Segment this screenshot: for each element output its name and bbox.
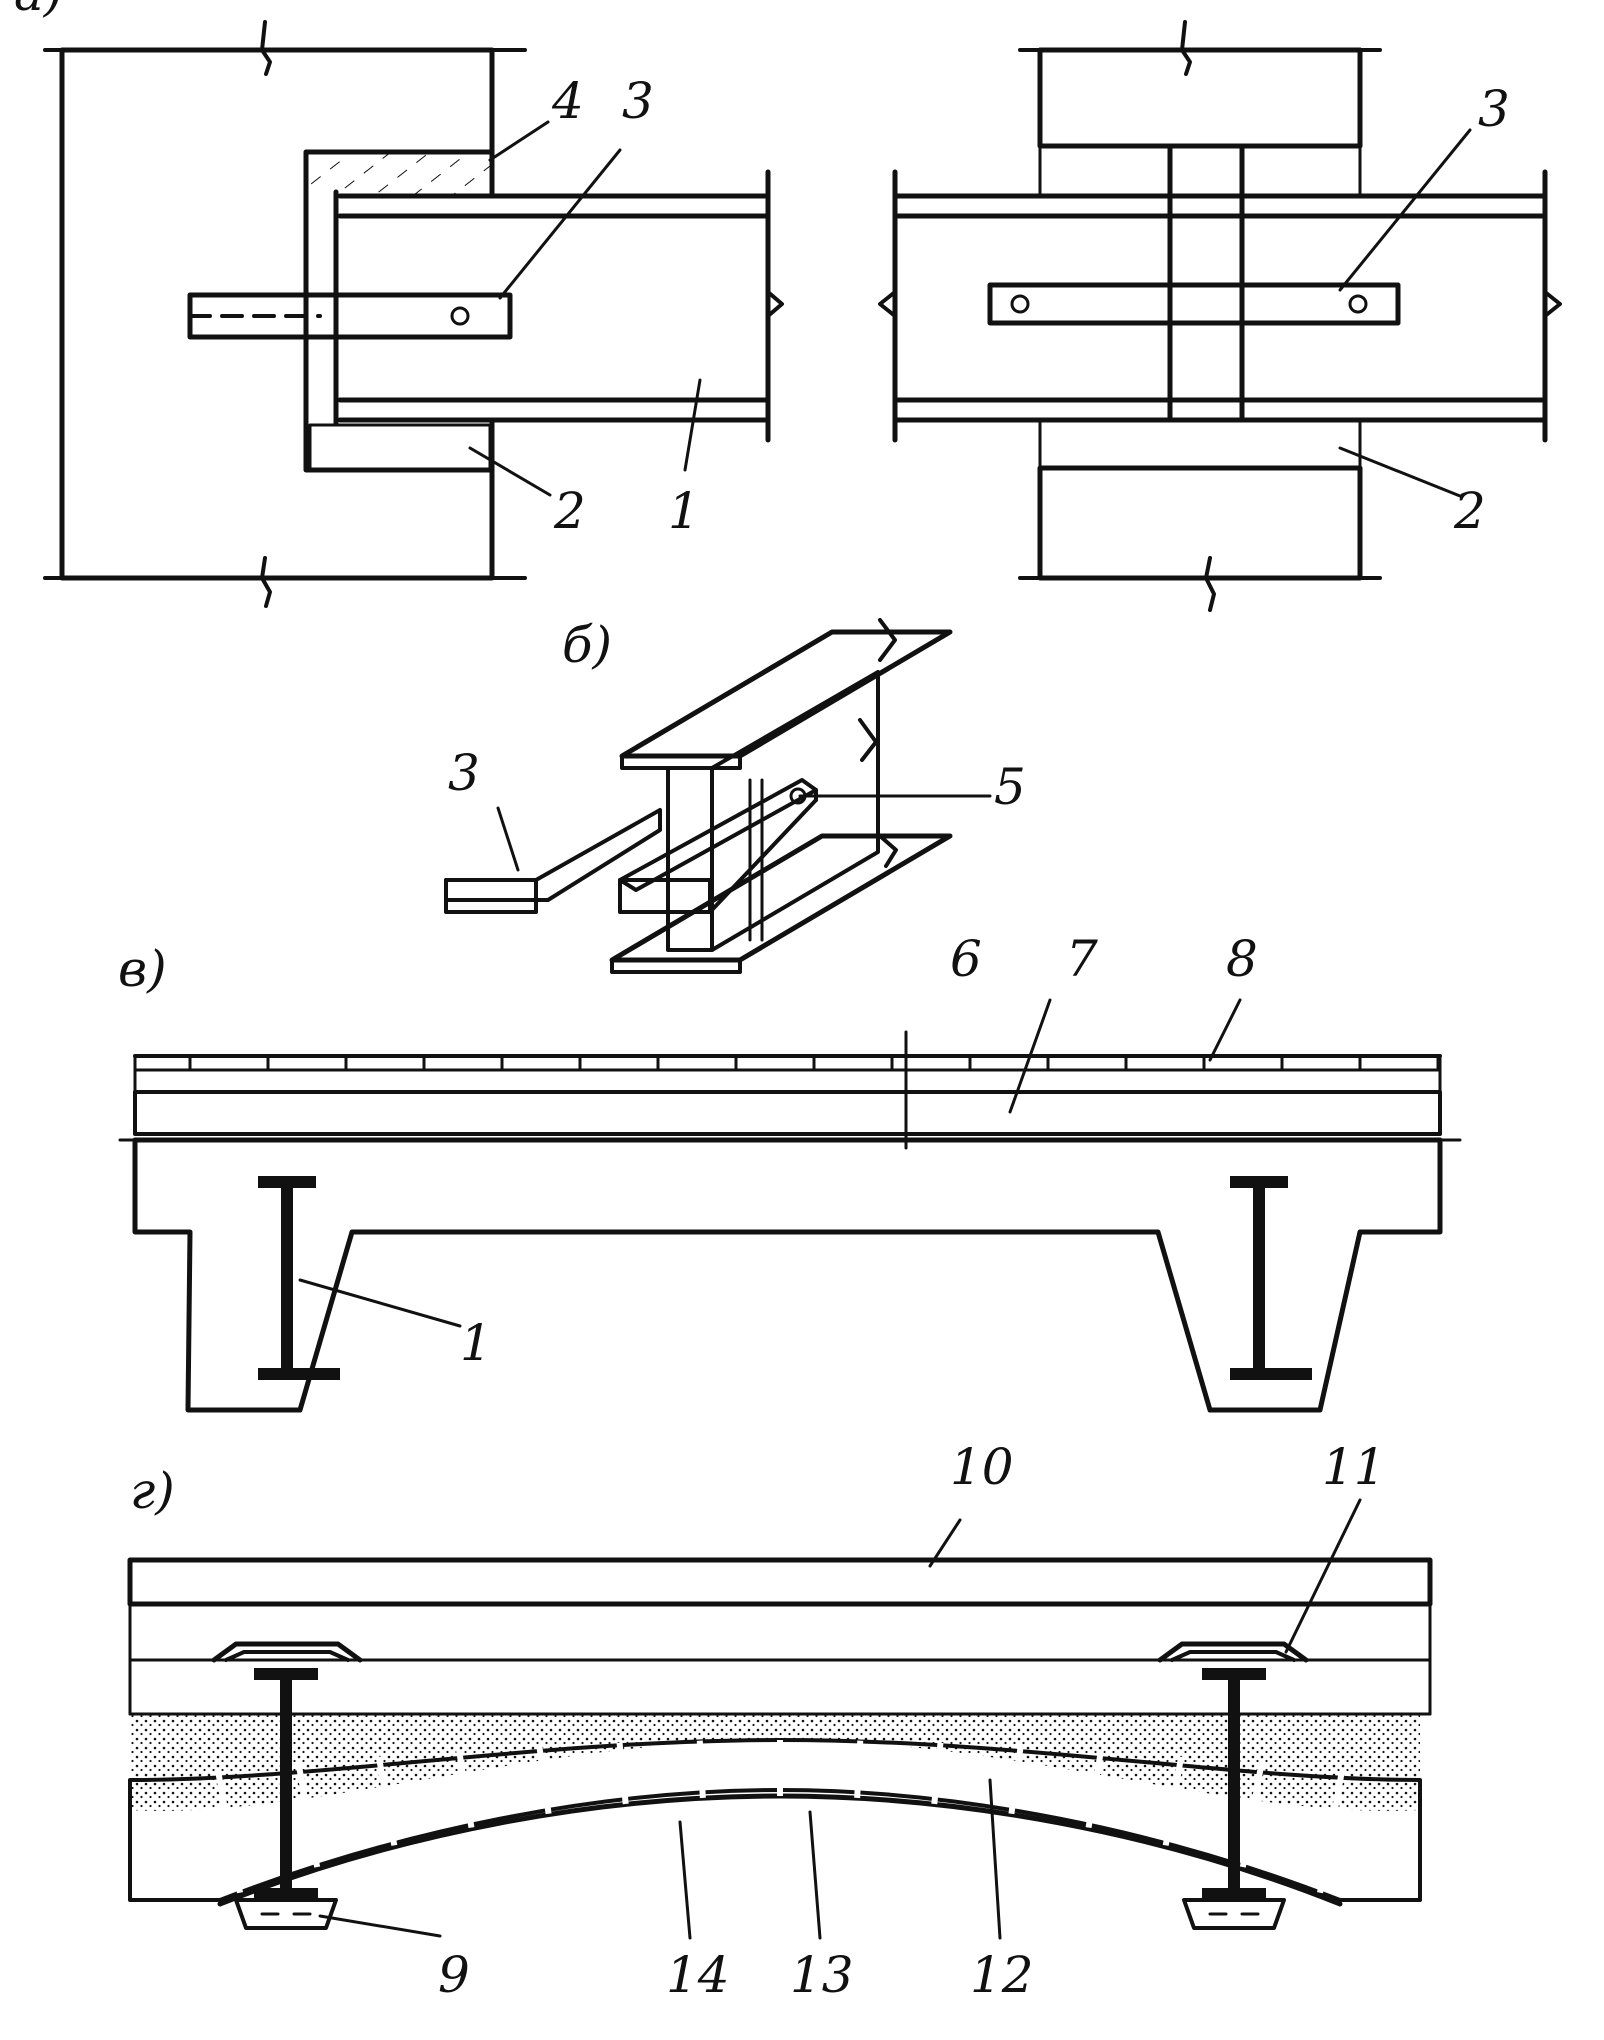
vault-joint: [1008, 1745, 1024, 1815]
vault-joint: [1239, 1763, 1265, 1868]
callout-g-10: 10: [950, 1438, 1014, 1496]
backfill-layer: [130, 1714, 1420, 1811]
i-beam-section-left: [258, 1176, 340, 1380]
panel-a-wall-passage-detail: [878, 20, 1562, 612]
mortar-top: [1038, 144, 1362, 198]
callout-a-right-2: 2: [1453, 482, 1486, 540]
steel-beam: [320, 196, 768, 420]
plank-floor: [127, 1557, 1433, 1607]
brick-vault: [128, 1738, 1422, 1902]
vault-joint: [1317, 1772, 1345, 1894]
wall-upper: [1037, 47, 1363, 149]
panel-a-wall-bearing-detail: [43, 20, 784, 608]
tile-finish-layer: [133, 1054, 1442, 1072]
callout-g-12: 12: [970, 1946, 1034, 2004]
beam-foot-plate-right: [1182, 1898, 1286, 1930]
tie-strap-axonometric: [444, 778, 818, 914]
panel-g-label: г): [130, 1462, 175, 1520]
bearing-pad-right: [1038, 418, 1362, 470]
vault-joint: [696, 1740, 706, 1799]
sleeper-bracket-right: [1157, 1641, 1309, 1663]
vault-joint: [616, 1742, 629, 1805]
panel-a-label: а): [14, 0, 63, 22]
callout-g-11: 11: [1322, 1438, 1386, 1496]
i-beam-left-g: [234, 1668, 338, 1930]
vault-joint: [1085, 1750, 1104, 1829]
callout-g-14: 14: [666, 1946, 730, 2004]
sand-layer: [133, 1068, 1442, 1094]
vault-joint: [215, 1772, 243, 1894]
sleeper-bracket-left: [211, 1641, 363, 1663]
anchor-bolt-hole: [450, 306, 470, 326]
wall-lower: [1037, 465, 1363, 581]
callout-a-left-3: 3: [622, 72, 654, 130]
callout-b-3: 3: [448, 744, 480, 802]
panel-v-label: в): [118, 940, 167, 998]
callout-a-right-3: 3: [1478, 80, 1510, 138]
panel-b-label: б): [562, 616, 612, 674]
vault-joint: [295, 1763, 321, 1868]
beam-foot-plate-left: [234, 1898, 338, 1930]
callout-v-6: 6: [950, 930, 982, 988]
panel-g: г): [127, 1438, 1433, 2004]
mortar-pad-top: [310, 152, 490, 194]
bearing-pad: [308, 423, 492, 472]
callout-g-9: 9: [438, 1946, 470, 2004]
vault-joint: [854, 1740, 864, 1799]
anchor-hole-left: [1010, 294, 1030, 314]
floor-finish-layers: [133, 1054, 1442, 1136]
vault-joint: [1162, 1756, 1185, 1846]
vault-joint: [931, 1742, 944, 1805]
tie-anchor: [987, 282, 1401, 326]
anchor-hole-right: [1348, 294, 1368, 314]
callout-b-5: 5: [994, 758, 1026, 816]
panel-b: б) 3 5: [444, 616, 1026, 974]
callout-a-left-4: 4: [551, 72, 584, 130]
callout-v-7: 7: [1066, 930, 1098, 988]
i-beam-right-g: [1182, 1668, 1286, 1930]
callout-v-1: 1: [460, 1314, 492, 1372]
vault-joint: [536, 1745, 552, 1815]
ribbed-concrete-slab: [132, 1137, 1443, 1413]
i-beam-section-right: [1230, 1176, 1312, 1380]
vault-joint: [375, 1756, 398, 1846]
vault-joint: [456, 1750, 475, 1829]
panel-v: в) 6 7 8 1: [118, 930, 1462, 1413]
steel-beam-right: [895, 196, 1545, 420]
callout-a-left-1: 1: [668, 482, 700, 540]
screed-layer: [133, 1090, 1442, 1136]
callout-v-8: 8: [1226, 930, 1258, 988]
callout-a-left-2: 2: [553, 482, 586, 540]
callout-g-13: 13: [790, 1946, 854, 2004]
panel-a: а): [14, 0, 1562, 612]
